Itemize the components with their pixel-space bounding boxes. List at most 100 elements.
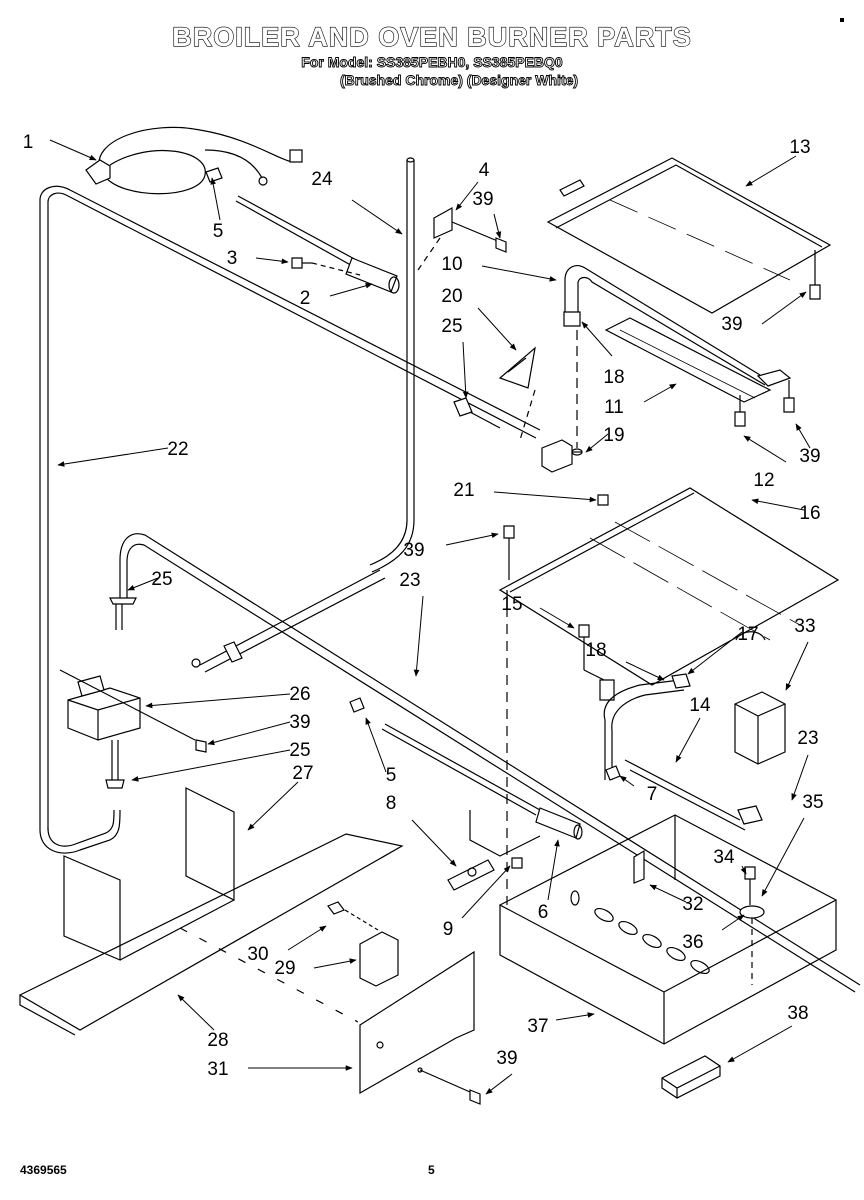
callout-19: 19: [585, 425, 625, 453]
part-broil-heat-shield-13: [546, 157, 832, 314]
part-bracket-27: [63, 787, 235, 961]
leader-arrow: [727, 1025, 793, 1063]
callout-30: 30: [247, 925, 327, 965]
callout-number: 17: [737, 624, 758, 645]
callout-number: 25: [441, 316, 462, 337]
part-oven-baffle-16: [498, 487, 840, 686]
callout-number: 10: [441, 254, 462, 275]
callout-8: 8: [386, 793, 457, 867]
leader-arrow: [643, 383, 677, 403]
callout-number: 5: [386, 765, 397, 786]
leader-arrow: [329, 283, 373, 297]
callout-number: 30: [247, 944, 268, 965]
callout-39: 39: [795, 423, 821, 467]
part-screw-7: [605, 765, 621, 781]
part-oven-burner-tube-14: [603, 673, 763, 831]
leader-arrow: [740, 865, 747, 875]
part-label-20: [498, 346, 536, 441]
part-broil-burner-11: [604, 317, 792, 403]
callout-number: 14: [689, 695, 711, 716]
callout-number: 5: [213, 221, 224, 242]
callout-number: 18: [603, 367, 624, 388]
part-igniter-harness: [85, 126, 303, 195]
callout-number: 34: [713, 847, 735, 868]
part-drip-tray-38: [661, 1055, 721, 1099]
callout-number: 33: [794, 616, 815, 637]
callout-number: 25: [289, 740, 310, 761]
part-clip-32: [633, 849, 645, 884]
callout-39: 39: [403, 532, 499, 561]
callout-1: 1: [23, 132, 97, 161]
callout-number: 7: [647, 784, 658, 805]
leader-arrow: [145, 693, 291, 709]
part-burner-box-37: [498, 814, 838, 1045]
leader-arrow: [493, 491, 597, 503]
leader-arrow: [649, 884, 687, 903]
part-broil-igniter: [235, 195, 400, 294]
callout-number: 39: [496, 1048, 517, 1069]
callout-34: 34: [713, 847, 747, 875]
leader-arrow: [462, 341, 469, 399]
callout-35: 35: [761, 792, 824, 897]
callout-13: 13: [745, 137, 811, 187]
part-bracket-8: [447, 810, 541, 891]
callout-38: 38: [727, 1003, 809, 1063]
leader-arrow: [210, 177, 221, 221]
leader-arrow: [207, 721, 291, 746]
leader-arrow: [365, 717, 387, 773]
page-title: BROILER AND OVEN BURNER PARTS: [172, 21, 692, 52]
callout-25: 25: [441, 316, 469, 399]
leader-arrow: [687, 631, 743, 675]
callout-7: 7: [619, 775, 658, 805]
callout-6: 6: [538, 839, 560, 923]
leader-arrow: [485, 1073, 513, 1095]
callout-number: 36: [682, 932, 703, 953]
leader-arrow: [761, 291, 807, 325]
model-numbers: For Model: SS385PEBH0, SS385PEBQ0: [301, 54, 563, 71]
leader-arrow: [675, 717, 701, 763]
callout-26: 26: [145, 684, 311, 709]
callout-number: 15: [501, 594, 522, 615]
part-gas-tube-23: [109, 533, 861, 993]
callout-number: 11: [604, 397, 624, 418]
callout-24: 24: [311, 169, 403, 235]
callout-4: 4: [455, 160, 490, 211]
callout-9: 9: [443, 865, 511, 940]
finish-names: (Brushed Chrome) (Designer White): [340, 72, 579, 89]
callout-39: 39: [472, 189, 502, 239]
part-spark-cap-upper: [205, 167, 223, 183]
callout-17: 17: [687, 624, 759, 675]
leader-arrow: [411, 819, 457, 867]
callout-37: 37: [527, 1012, 595, 1037]
callout-20: 20: [441, 286, 517, 351]
part-screw-3: [291, 257, 361, 276]
callout-number: 20: [441, 286, 462, 307]
leader-arrow: [455, 181, 479, 211]
part-spark-module-29-30: [327, 901, 399, 987]
part-broil-burner-tube-10: [563, 265, 766, 386]
leader-arrow: [247, 781, 299, 831]
callout-14: 14: [675, 695, 711, 763]
leader-arrow: [481, 265, 557, 282]
callout-number: 2: [300, 288, 311, 309]
callout-number: 18: [585, 640, 606, 661]
leader-arrow: [751, 498, 805, 511]
callout-number: 19: [603, 425, 624, 446]
callout-23: 23: [399, 570, 424, 677]
leader-arrow: [585, 433, 609, 453]
callout-21: 21: [453, 480, 597, 503]
callout-number: 39: [721, 314, 742, 335]
callout-10: 10: [441, 254, 557, 282]
callout-3: 3: [227, 248, 289, 269]
part-safety-valve-26: [59, 669, 196, 789]
callout-number: 39: [472, 189, 493, 210]
callout-number: 38: [787, 1003, 808, 1024]
callout-25: 25: [127, 569, 173, 591]
callout-number: 23: [399, 570, 420, 591]
callout-5: 5: [365, 717, 397, 786]
leader-arrow: [743, 435, 787, 463]
leader-arrow: [461, 865, 511, 919]
callout-33: 33: [785, 616, 816, 691]
callout-number: 39: [799, 446, 820, 467]
